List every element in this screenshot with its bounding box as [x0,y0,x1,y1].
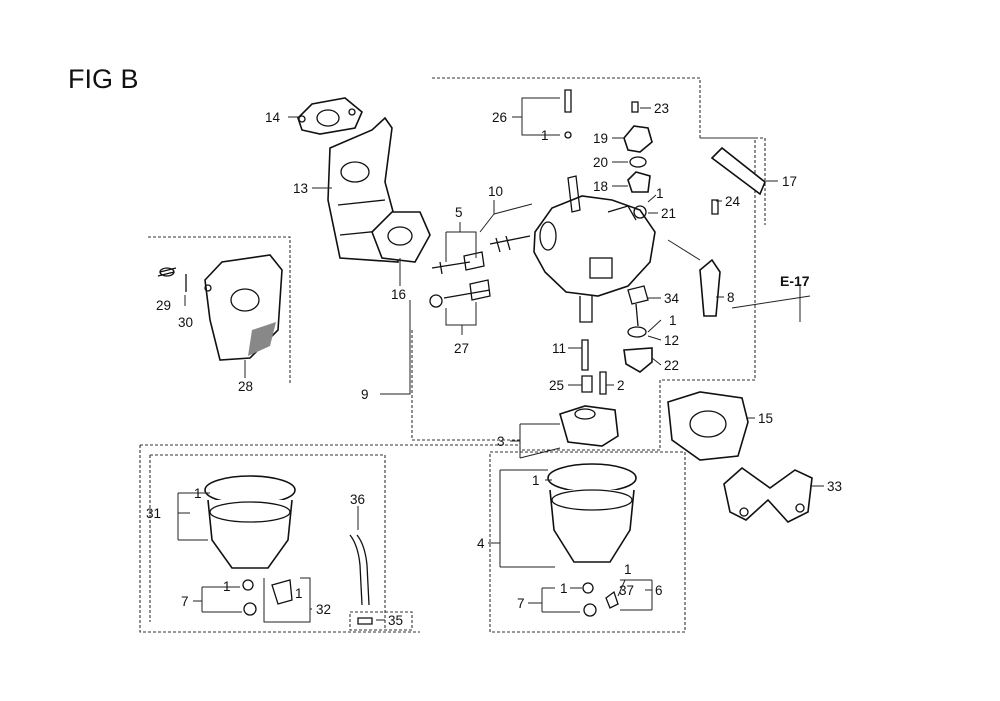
label-30: 30 [178,315,193,330]
label-14: 14 [265,110,281,125]
label-1-i: 1 [295,586,303,601]
label-12: 12 [664,333,679,348]
label-7-a: 7 [181,594,189,609]
part-10-spring [489,235,531,253]
label-1-a: 1 [541,128,549,143]
label-26: 26 [492,110,507,125]
label-10: 10 [488,184,503,199]
part-carburetor-body [533,175,656,323]
label-2: 2 [617,378,625,393]
part-25-2-spring [581,371,607,395]
label-27: 27 [454,341,469,356]
group-boundary-insulator [148,236,291,385]
label-22: 22 [664,358,679,373]
part-19-23-cover [623,101,653,219]
label-28: 28 [238,379,253,394]
label-35: 35 [388,613,403,628]
figure-title: FIG B [68,64,139,94]
part-31-float-bowl-left [204,475,296,569]
label-17: 17 [782,174,797,189]
part-33-bracket [723,466,813,523]
label-1-g: 1 [194,486,202,501]
part-7-bolts [242,579,597,617]
label-24: 24 [725,194,741,209]
label-11: 11 [552,341,566,356]
part-28-insulator [204,254,283,361]
label-1-f: 1 [624,562,632,577]
label-1-b: 1 [656,186,664,201]
callout-labels: 14 13 16 29 30 28 9 26 1 23 19 20 18 1 2… [146,101,842,628]
group-boundary-bowl-left [139,444,520,633]
label-15: 15 [758,411,773,426]
part-4-float-bowl-right [547,463,637,563]
part-14-gasket [297,97,363,135]
label-16: 16 [391,287,406,302]
part-3-float [559,405,619,447]
reference-label: E-17 [780,273,810,289]
label-5: 5 [455,205,463,220]
label-1-c: 1 [669,313,677,328]
label-19: 19 [593,131,608,146]
label-6: 6 [655,583,663,598]
label-18: 18 [593,179,608,194]
part-32-drain-bolt [271,579,293,605]
part-27-throttle-screw [429,279,491,308]
label-1-d: 1 [532,473,540,488]
label-20: 20 [593,155,608,170]
label-1-e: 1 [560,581,568,596]
label-31: 31 [146,506,161,521]
group-boundary-bowl-left-inner [149,454,386,630]
group-boundary-35 [349,611,413,631]
label-1-h: 1 [223,579,231,594]
label-34: 34 [664,291,680,306]
label-32: 32 [316,602,331,617]
part-17-24-lever [710,146,766,215]
part-36-hose [349,534,370,606]
label-4: 4 [477,536,485,551]
part-35-clip [357,617,373,625]
part-16-gasket [371,211,431,263]
group-boundaries [139,77,766,633]
group-boundary-bowl-right [489,451,686,633]
part-11-needle [581,339,589,371]
part-15-gasket [667,391,749,461]
label-3: 3 [497,434,505,449]
label-25: 25 [549,378,564,393]
leader-lines [177,97,824,623]
label-33: 33 [827,479,842,494]
label-29: 29 [156,298,171,313]
part-34-jet [627,285,649,327]
label-37: 37 [619,583,634,598]
part-12-22-main-jet [623,326,653,373]
label-36: 36 [350,492,365,507]
label-13: 13 [293,181,308,196]
part-37-6-screw [605,590,619,609]
group-boundary-carburetor [411,77,756,451]
part-8-float-valve [699,258,721,317]
label-23: 23 [654,101,669,116]
label-21: 21 [661,206,676,221]
part-29-30-fasteners [157,267,187,292]
label-8: 8 [727,290,735,305]
part-26-screw [564,89,572,139]
label-7-b: 7 [517,596,525,611]
label-9: 9 [361,387,369,402]
group-boundary-17-24 [700,137,766,225]
